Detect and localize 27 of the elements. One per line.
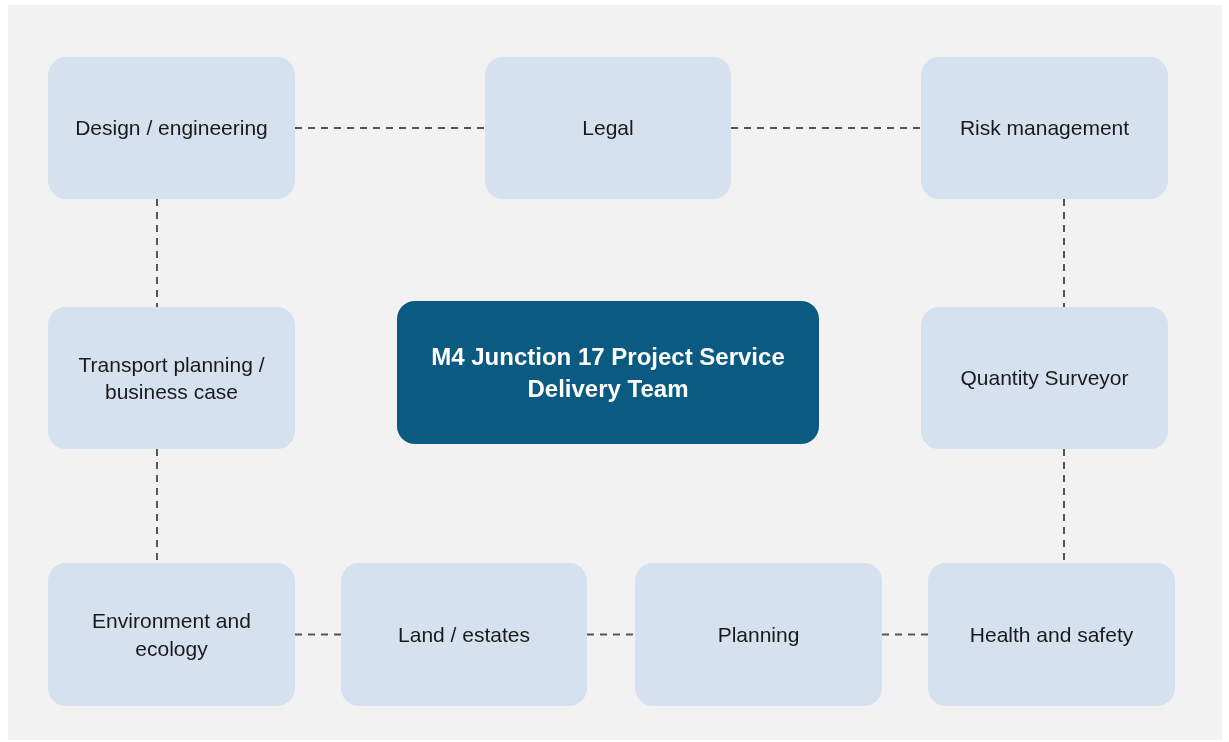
box-label: Planning [717,621,800,648]
box-label: Transport planning / business case [77,351,266,405]
box-label: Legal [582,115,634,142]
discipline-box [921,57,1168,199]
dashed-connector [1063,198,1065,308]
dashed-connector [156,198,158,308]
discipline-box [48,563,295,706]
dashed-connector [294,633,342,636]
box-label: Quantity Surveyor [960,365,1129,392]
dashed-connector [881,633,929,636]
dashed-connector [294,127,486,129]
central-team-box [397,301,819,444]
box-label: Land / estates [398,621,530,648]
discipline-box [921,307,1168,449]
box-label: Environment and ecology [91,608,252,662]
discipline-box [928,563,1175,706]
discipline-box [635,563,882,706]
dashed-connector [586,633,636,636]
dashed-connector [730,127,922,129]
box-label: Design / engineering [75,115,268,142]
discipline-box [341,563,587,706]
discipline-box [48,307,295,449]
discipline-box [485,57,731,199]
box-label: Health and safety [969,621,1134,648]
box-label: M4 Junction 17 Project Service Delivery Team [430,342,786,404]
box-label: Risk management [959,115,1130,142]
discipline-box [48,57,295,199]
